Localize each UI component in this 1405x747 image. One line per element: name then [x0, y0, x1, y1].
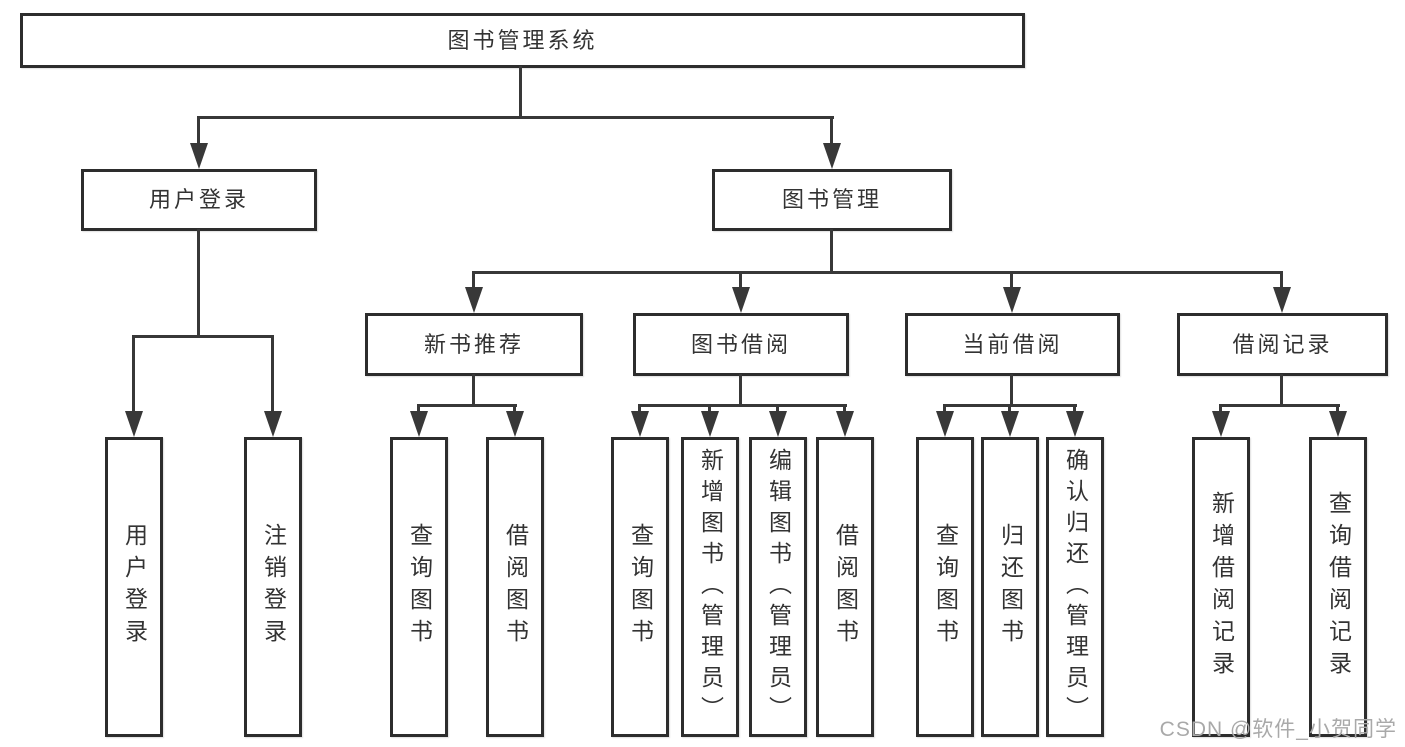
leaf-add-book-admin-label: 新增图书（管理员） — [697, 447, 724, 727]
arrow-head — [732, 287, 750, 313]
leaf-query-books-3-label: 查询图书 — [932, 523, 959, 651]
node-book-management: 图书管理 — [712, 169, 952, 231]
node-borrow-records: 借阅记录 — [1177, 313, 1388, 376]
arrow-head — [506, 411, 524, 437]
leaf-return-book-label: 归还图书 — [997, 523, 1024, 651]
node-book-borrowing: 图书借阅 — [633, 313, 849, 376]
leaf-query-books-1-label: 查询图书 — [406, 523, 433, 651]
connector-stub — [708, 404, 711, 413]
connector-stub — [739, 374, 742, 407]
leaf-borrow-books-1: 借阅图书 — [486, 437, 544, 737]
node-current-borrowing-label: 当前借阅 — [962, 331, 1063, 357]
leaf-user-login-label: 用户登录 — [121, 523, 148, 651]
connector-stub — [1336, 404, 1339, 413]
connector-line — [638, 404, 847, 407]
node-root-label: 图书管理系统 — [447, 27, 598, 53]
leaf-query-books-1: 查询图书 — [390, 437, 448, 737]
leaf-borrow-books-2: 借阅图书 — [816, 437, 874, 737]
arrow-head — [1001, 411, 1019, 437]
arrow-head — [701, 411, 719, 437]
leaf-borrow-books-1-label: 借阅图书 — [502, 523, 529, 651]
arrow-head — [836, 411, 854, 437]
arrow-head — [1212, 411, 1230, 437]
leaf-add-borrow-record-label: 新增借阅记录 — [1208, 491, 1235, 683]
leaf-confirm-return-admin-label: 确认归还（管理员） — [1062, 447, 1089, 727]
leaf-query-books-3: 查询图书 — [916, 437, 974, 737]
leaf-borrow-books-2-label: 借阅图书 — [832, 523, 859, 651]
connector-stub — [1219, 404, 1222, 413]
connector-stub — [513, 404, 516, 413]
arrow-head — [936, 411, 954, 437]
node-borrow-records-label: 借阅记录 — [1232, 331, 1333, 357]
node-book-management-label: 图书管理 — [781, 187, 882, 212]
node-new-book-recommend-label: 新书推荐 — [423, 331, 524, 357]
leaf-user-login: 用户登录 — [105, 437, 163, 737]
leaf-query-books-2: 查询图书 — [611, 437, 669, 737]
leaf-add-borrow-record: 新增借阅记录 — [1192, 437, 1250, 737]
arrow-head — [631, 411, 649, 437]
connector-stub — [197, 116, 200, 145]
connector-stub — [271, 335, 274, 413]
node-book-borrowing-label: 图书借阅 — [690, 331, 791, 357]
connector-stub — [472, 374, 475, 407]
node-user-login-label: 用户登录 — [148, 187, 249, 212]
arrow-head — [190, 143, 208, 169]
leaf-logout: 注销登录 — [244, 437, 302, 737]
connector-stub — [943, 404, 946, 413]
connector-stub — [1010, 271, 1013, 290]
arrow-head — [264, 411, 282, 437]
csdn-watermark: CSDN @软件_小贺同学 — [1159, 718, 1397, 741]
arrow-head — [1329, 411, 1347, 437]
connector-stub — [739, 271, 742, 290]
connector-stub — [638, 404, 641, 413]
arrow-head — [1066, 411, 1084, 437]
arrow-head — [465, 287, 483, 313]
connector-stub — [472, 271, 475, 290]
leaf-query-borrow-record: 查询借阅记录 — [1309, 437, 1367, 737]
arrow-head — [1003, 287, 1021, 313]
node-root: 图书管理系统 — [20, 13, 1025, 68]
arrow-head — [1273, 287, 1291, 313]
connector-stub — [197, 229, 200, 337]
node-current-borrowing: 当前借阅 — [905, 313, 1120, 376]
leaf-edit-book-admin: 编辑图书（管理员） — [749, 437, 807, 737]
connector-stub — [1280, 374, 1283, 407]
connector-line — [1219, 404, 1340, 407]
leaf-edit-book-admin-label: 编辑图书（管理员） — [765, 447, 792, 727]
connector-stub — [519, 66, 522, 118]
connector-stub — [1008, 404, 1011, 413]
node-user-login: 用户登录 — [81, 169, 317, 231]
connector-line — [417, 404, 517, 407]
connector-stub — [1010, 374, 1013, 407]
connector-line — [472, 271, 1283, 274]
leaf-return-book: 归还图书 — [981, 437, 1039, 737]
node-new-book-recommend: 新书推荐 — [365, 313, 583, 376]
connector-stub — [830, 229, 833, 273]
connector-line — [132, 335, 274, 338]
leaf-logout-label: 注销登录 — [260, 523, 287, 651]
connector-stub — [132, 335, 135, 413]
connector-stub — [830, 116, 833, 145]
leaf-query-borrow-record-label: 查询借阅记录 — [1325, 491, 1352, 683]
arrow-head — [769, 411, 787, 437]
arrow-head — [410, 411, 428, 437]
connector-stub — [417, 404, 420, 413]
connector-stub — [1073, 404, 1076, 413]
leaf-add-book-admin: 新增图书（管理员） — [681, 437, 739, 737]
connector-line — [197, 116, 834, 119]
arrow-head — [823, 143, 841, 169]
leaf-query-books-2-label: 查询图书 — [627, 523, 654, 651]
connector-stub — [843, 404, 846, 413]
connector-stub — [776, 404, 779, 413]
arrow-head — [125, 411, 143, 437]
leaf-confirm-return-admin: 确认归还（管理员） — [1046, 437, 1104, 737]
connector-stub — [1280, 271, 1283, 290]
